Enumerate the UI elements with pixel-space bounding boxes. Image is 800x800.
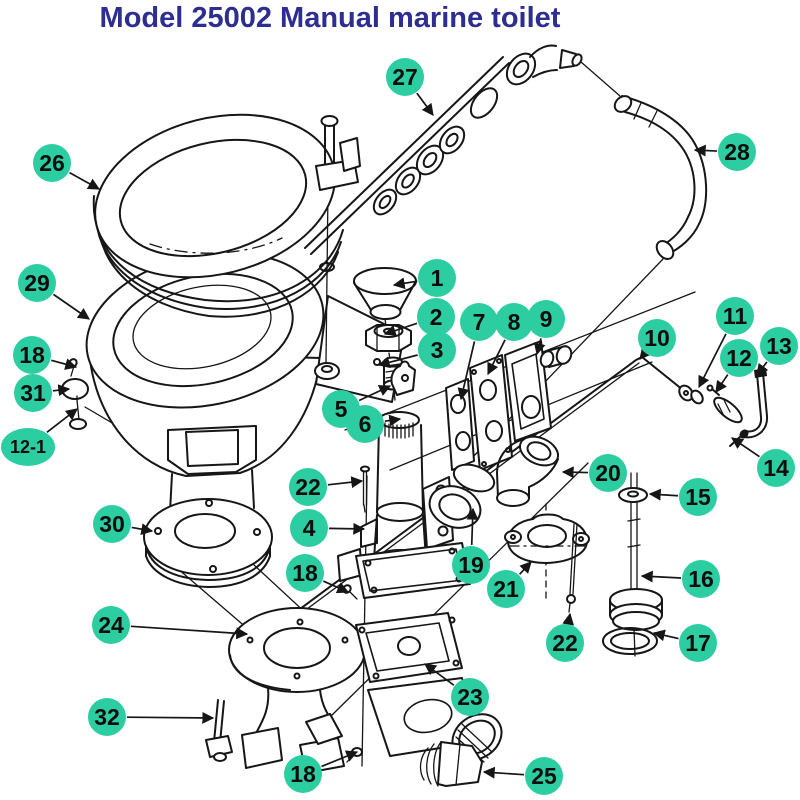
leader-line-6: [384, 414, 402, 427]
leader-line-28: [693, 144, 718, 157]
leader-line-16: [640, 570, 682, 583]
leader-line-5: [358, 385, 392, 402]
leader-line-23: [424, 663, 455, 686]
leader-line-4: [328, 522, 366, 535]
part-lever-bracket: [390, 360, 416, 396]
leader-line-22: [327, 476, 364, 489]
leader-line-29: [52, 293, 90, 320]
part-discharge-flange: [504, 503, 590, 601]
leader-line-14: [731, 437, 760, 458]
leader-line-18: [51, 358, 78, 370]
diagram-title: Model 25002 Manual marine toilet: [99, 2, 561, 34]
leader-line-1: [392, 277, 418, 290]
leader-line-32: [126, 711, 215, 724]
leader-line-26: [69, 171, 101, 190]
part-base-pedestal: [143, 469, 273, 588]
part-toilet-bowl: [85, 189, 405, 477]
leader-line-10: [639, 346, 652, 360]
part-seat-and-lid: [92, 113, 361, 318]
leader-line-3: [377, 354, 418, 369]
leader-line-2: [383, 322, 418, 337]
leader-line-22: [562, 612, 575, 626]
leader-line-30: [131, 523, 154, 536]
leader-line-17: [652, 629, 679, 642]
part-discharge-elbow: [496, 435, 560, 507]
part-piston-rod-seal-stack: [304, 44, 621, 255]
part-floor-base: [205, 607, 366, 774]
leader-line-27: [416, 92, 434, 116]
leader-line-25: [482, 766, 525, 779]
part-handle-linkage: [678, 368, 769, 447]
leader-line-7: [457, 341, 476, 401]
leader-line-19: [466, 507, 479, 546]
part-pump-handle: [613, 95, 708, 260]
leader-line-24: [130, 625, 249, 640]
leader-line-20: [561, 466, 589, 479]
leader-line-31: [52, 384, 71, 397]
part-valve-plates: [445, 340, 573, 471]
leader-line-18: [322, 580, 350, 594]
leader-line-12-1: [46, 408, 78, 433]
leader-line-11: [698, 333, 727, 389]
leader-line-21: [518, 561, 532, 575]
leader-line-9: [533, 338, 546, 356]
leader-line-13: [756, 361, 769, 376]
leader-line-15: [648, 488, 679, 501]
leader-line-12: [715, 374, 729, 393]
leader-line-8: [487, 339, 506, 376]
leader-line-18: [321, 750, 359, 768]
